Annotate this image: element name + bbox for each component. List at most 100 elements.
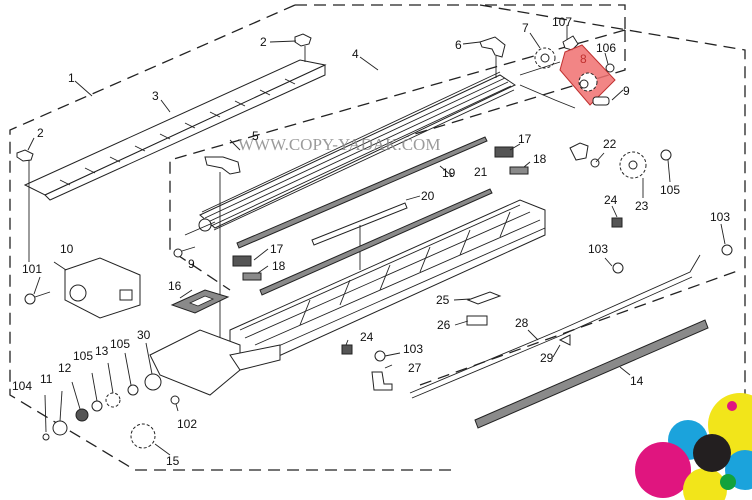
callout-14: 14 <box>630 374 644 388</box>
part-9-pin-left <box>173 246 196 258</box>
callout-15: 15 <box>166 454 180 468</box>
callout-2-top: 2 <box>260 35 267 49</box>
part-25-plate <box>466 291 502 305</box>
callout-3: 3 <box>152 89 159 103</box>
callout-105-a: 105 <box>73 349 93 363</box>
part-13-gear <box>105 392 121 408</box>
part-7-gear <box>534 47 556 69</box>
callout-20: 20 <box>421 189 435 203</box>
drive-train <box>42 373 180 449</box>
callout-25: 25 <box>436 293 450 307</box>
callout-104: 104 <box>12 379 32 393</box>
part-27-bracket <box>371 371 393 391</box>
part-24-block-a <box>611 217 623 228</box>
callout-103-right: 103 <box>710 210 730 224</box>
part-24-block-b <box>341 344 353 355</box>
part-10-motor <box>64 257 141 319</box>
part-19-rod <box>236 136 488 249</box>
callout-8: 8 <box>580 52 587 66</box>
part-17-pad-b <box>494 146 514 158</box>
part-2-clip-left <box>16 149 34 262</box>
part-2-clip-top <box>294 33 312 62</box>
callout-29: 29 <box>540 351 554 365</box>
callout-9-left: 9 <box>188 257 195 271</box>
callout-4: 4 <box>352 47 359 61</box>
assembly-boundary-4-right <box>394 30 626 141</box>
callout-103-mid: 103 <box>588 242 608 256</box>
part-15-gear <box>130 423 156 449</box>
part-16-frame <box>170 289 230 314</box>
callout-102: 102 <box>177 417 197 431</box>
callout-22: 22 <box>603 137 617 151</box>
part-103-screw-bottom <box>374 350 386 362</box>
part-18-pad-b <box>509 166 529 175</box>
cmyk-logo <box>635 393 752 500</box>
callout-105-b: 105 <box>110 337 130 351</box>
leader-lines <box>27 25 726 456</box>
assembly-boundary-outer-right <box>479 4 746 440</box>
part-104-ring <box>42 433 50 441</box>
part-107-clip <box>562 35 579 51</box>
callout-17-right: 17 <box>518 132 532 146</box>
part-6-bracket <box>479 36 506 78</box>
part-105-ring-b <box>127 384 139 396</box>
callout-106: 106 <box>596 41 616 55</box>
callout-2-left: 2 <box>37 126 44 140</box>
callout-18-right: 18 <box>533 152 547 166</box>
part-102-screw <box>170 395 180 405</box>
callout-13: 13 <box>95 344 109 358</box>
part-14-strip <box>474 319 709 429</box>
part-11-pulley <box>52 420 68 436</box>
part-28-link <box>409 254 701 399</box>
callout-19: 19 <box>442 166 456 180</box>
callout-11: 11 <box>40 372 53 386</box>
callout-24-right: 24 <box>604 193 618 207</box>
callout-24-left: 24 <box>360 330 374 344</box>
part-103-screw-right <box>721 244 733 256</box>
callout-1: 1 <box>68 71 75 85</box>
part-12-bearing <box>75 408 89 422</box>
part-18-pad-a <box>242 272 262 281</box>
callout-28: 28 <box>515 316 529 330</box>
part-17-pad-a <box>232 255 252 267</box>
part-106-ring <box>605 63 615 73</box>
main-frame <box>149 199 546 396</box>
part-9-pin-top <box>592 96 610 106</box>
part-103-screw-mid <box>612 262 624 274</box>
part-29-clip <box>558 334 571 346</box>
callout-12: 12 <box>58 361 72 375</box>
part-105-ring-c <box>660 149 672 161</box>
callout-17-left: 17 <box>270 242 284 256</box>
part-21-rod <box>259 188 493 296</box>
part-3-cover <box>23 59 327 201</box>
assembly-boundary-1 <box>295 4 626 30</box>
callout-5: 5 <box>252 129 259 143</box>
callout-26: 26 <box>437 318 451 332</box>
callout-16: 16 <box>168 279 182 293</box>
part-105-ring-a <box>91 400 103 412</box>
watermark-text: WWW.COPY-YADAK.COM <box>238 135 440 154</box>
assembly-boundary-4 <box>169 29 626 291</box>
callout-9-top: 9 <box>623 84 630 98</box>
assembly-boundary-outer <box>9 4 455 471</box>
part-23-gear <box>619 151 647 179</box>
callout-30: 30 <box>137 328 151 342</box>
callout-103-bottom: 103 <box>403 342 423 356</box>
callout-105-c: 105 <box>660 183 680 197</box>
callout-27: 27 <box>408 361 422 375</box>
callout-107: 107 <box>552 15 572 29</box>
part-26-sensor <box>466 315 488 326</box>
callout-6: 6 <box>455 38 462 52</box>
part-101-screw <box>24 291 51 305</box>
part-22-bracket <box>569 142 600 168</box>
callout-18-left: 18 <box>272 259 286 273</box>
callout-21: 21 <box>474 165 488 179</box>
part-8-gear-highlighted[interactable] <box>559 44 616 106</box>
callout-7: 7 <box>522 21 529 35</box>
callout-10: 10 <box>60 242 74 256</box>
part-5-bracket <box>204 156 241 360</box>
part-4-roller-assembly <box>184 71 517 236</box>
callout-101: 101 <box>22 262 42 276</box>
part-30-pulley <box>144 373 162 391</box>
